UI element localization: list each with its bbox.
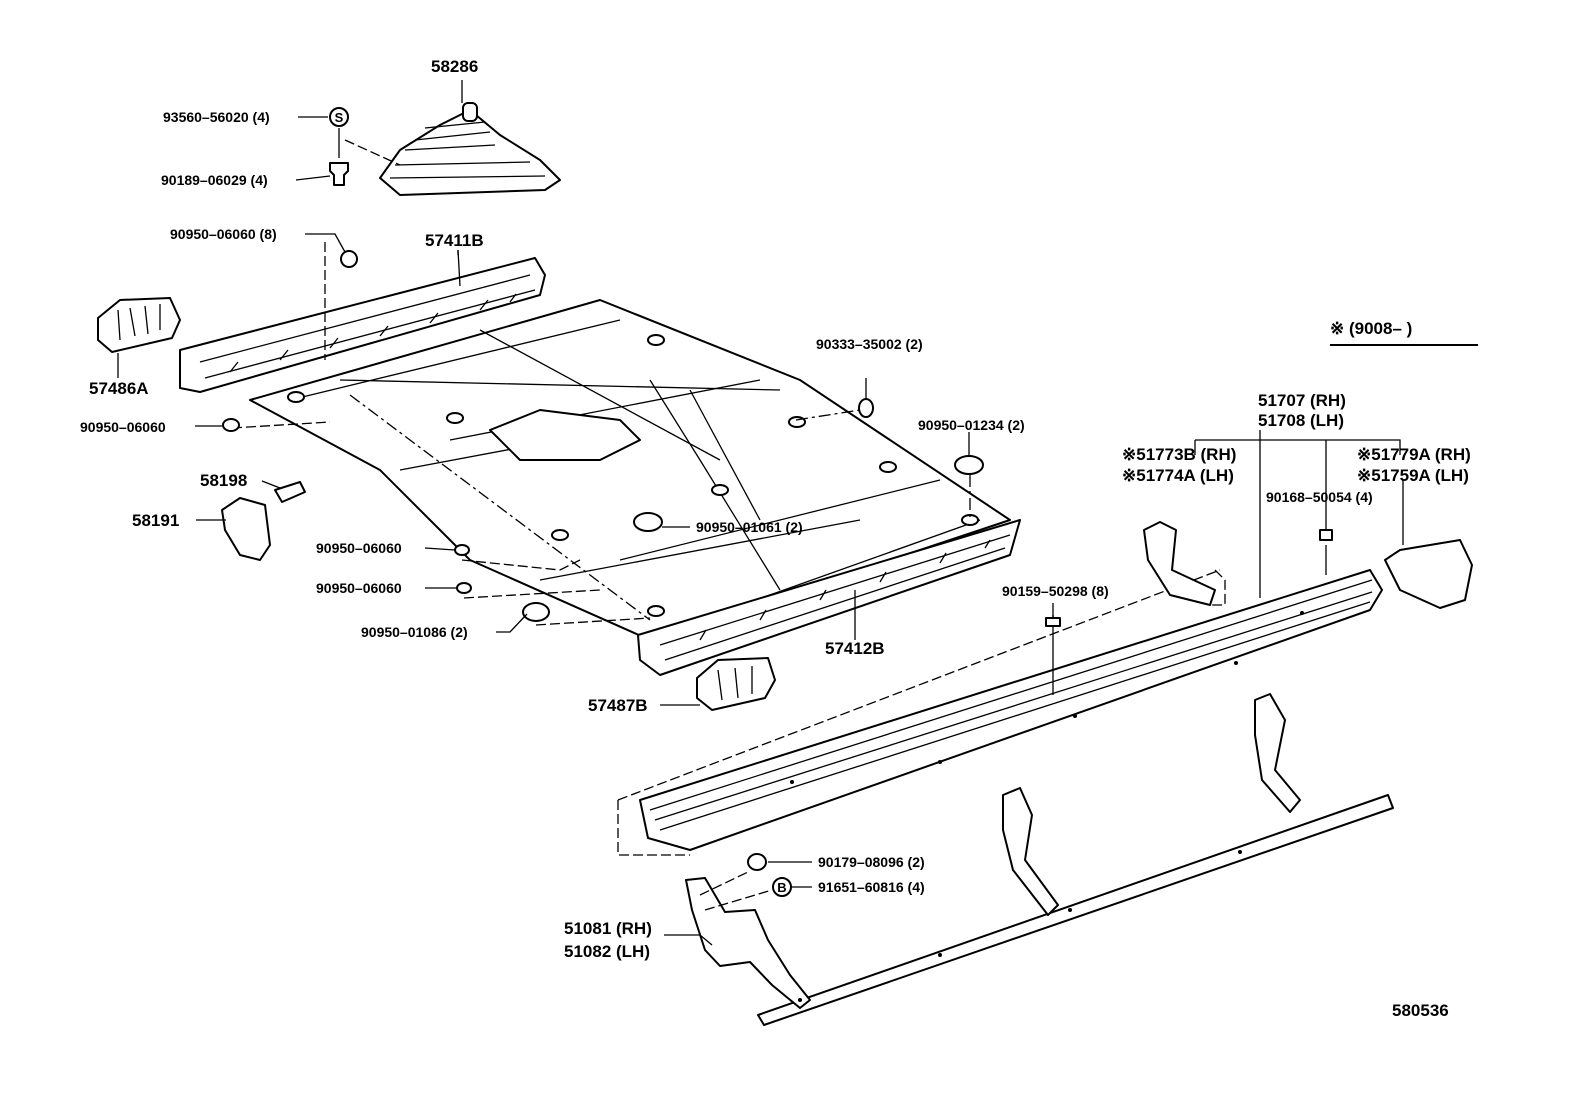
label-51759a: ※51759A (LH) bbox=[1357, 466, 1469, 485]
note-mark: ※ (9008– ) bbox=[1330, 320, 1412, 337]
bracket-57486a bbox=[97, 297, 181, 353]
bracket-58191 bbox=[221, 497, 271, 561]
grommet-90950-06060-a bbox=[222, 418, 240, 432]
label-90950-06060-8: 90950–06060 (8) bbox=[170, 226, 277, 242]
label-51779a: ※51779A (RH) bbox=[1357, 445, 1471, 464]
label-90950-01234: 90950–01234 (2) bbox=[918, 417, 1025, 433]
label-58286: 58286 bbox=[431, 57, 479, 76]
label-51082: 51082 (LH) bbox=[564, 942, 650, 961]
label-90950-06060-a: 90950–06060 bbox=[80, 419, 166, 435]
note-range: (9008– ) bbox=[1348, 319, 1413, 338]
shift-boot-part bbox=[344, 102, 561, 196]
s-mark-letter: S bbox=[335, 110, 344, 125]
label-90189-06029: 90189–06029 (4) bbox=[161, 172, 268, 188]
nut-90179 bbox=[747, 853, 767, 871]
b-mark-circle bbox=[772, 877, 792, 897]
label-58191: 58191 bbox=[132, 511, 180, 530]
label-90333-35002: 90333–35002 (2) bbox=[816, 336, 923, 352]
label-57412b: 57412B bbox=[825, 639, 885, 658]
label-51773b: ※51773B (RH) bbox=[1122, 445, 1237, 464]
screw-90159 bbox=[1045, 617, 1061, 627]
clip-icon bbox=[329, 162, 349, 186]
floor-side-member-left bbox=[179, 242, 546, 393]
floor-side-member-right bbox=[637, 519, 1021, 676]
label-51081: 51081 (RH) bbox=[564, 919, 652, 938]
label-51708: 51708 (LH) bbox=[1258, 411, 1344, 430]
running-board-step bbox=[617, 569, 1383, 856]
label-58198: 58198 bbox=[200, 471, 248, 490]
label-90950-01061: 90950–01061 (2) bbox=[696, 519, 803, 535]
note-mark-symbol: ※ bbox=[1330, 319, 1345, 338]
label-90950-06060-b: 90950–06060 bbox=[316, 540, 402, 556]
label-90179-08096: 90179–08096 (2) bbox=[818, 854, 925, 870]
label-51707: 51707 (RH) bbox=[1258, 391, 1346, 410]
label-93560-56020: 93560–56020 (4) bbox=[163, 109, 270, 125]
end-cap-51773b bbox=[1143, 521, 1216, 606]
diagram-code: 580536 bbox=[1392, 1001, 1449, 1020]
label-90950-06060-c: 90950–06060 bbox=[316, 580, 402, 596]
s-mark-circle bbox=[329, 107, 349, 127]
screw-90168 bbox=[1319, 529, 1333, 541]
label-90168-50054: 90168–50054 (4) bbox=[1266, 489, 1373, 505]
label-57486a: 57486A bbox=[89, 379, 149, 398]
plug-90950-01061 bbox=[633, 512, 663, 532]
plug-90333 bbox=[858, 398, 874, 418]
b-mark-letter: B bbox=[777, 880, 786, 895]
leader-lines bbox=[117, 80, 1478, 946]
label-91651-60816: 91651–60816 (4) bbox=[818, 879, 925, 895]
label-51774a: ※51774A (LH) bbox=[1122, 466, 1234, 485]
plug-90950-01086 bbox=[522, 602, 550, 622]
label-57411b: 57411B bbox=[425, 231, 484, 250]
step-frame bbox=[685, 693, 1394, 1026]
label-90159-50298: 90159–50298 (8) bbox=[1002, 583, 1109, 599]
label-57487b: 57487B bbox=[588, 696, 648, 715]
label-90950-01086: 90950–01086 (2) bbox=[361, 624, 468, 640]
bolt-58198 bbox=[274, 481, 306, 503]
grommet-icon bbox=[340, 250, 358, 268]
plug-90950-01234 bbox=[954, 455, 984, 475]
end-cap-51779a bbox=[1384, 539, 1473, 609]
